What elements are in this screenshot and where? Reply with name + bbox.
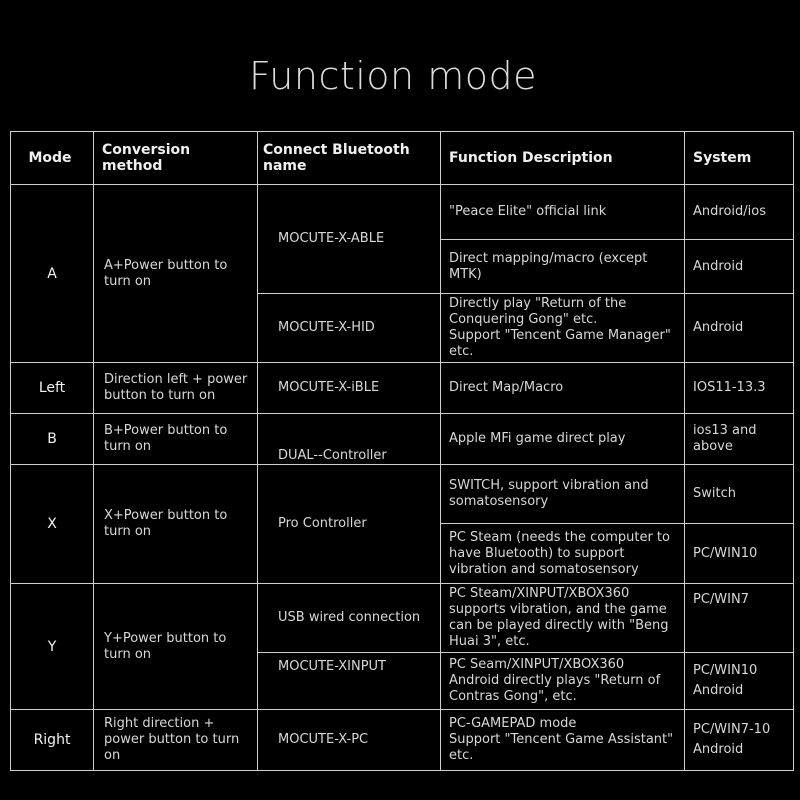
conversion-cell: Y+Power button to turn on (93, 583, 258, 710)
system-cell: PC/WIN10 (684, 523, 794, 584)
page-title: Function mode (249, 54, 537, 98)
table-row: A A+Power button to turn on MOCUTE-X-ABL… (10, 184, 794, 363)
bluetooth-cell: MOCUTE-X-ABLE (257, 184, 441, 294)
table-row: Left Direction left + power button to tu… (10, 362, 794, 414)
system-cell: IOS11-13.3 (684, 362, 794, 414)
mode-cell: X (10, 464, 94, 584)
description-line: PC Seam/XINPUT/XBOX360 (449, 657, 625, 672)
header-conversion-method: Conversion method (93, 131, 258, 185)
system-cell: ios13 and above (684, 413, 794, 465)
bluetooth-cell: MOCUTE-X-PC (257, 709, 441, 771)
description-line: Directly play "Return of the Conquering … (449, 296, 627, 327)
table-row: X X+Power button to turn on Pro Controll… (10, 464, 794, 584)
description-cell: Directly play "Return of the Conquering … (440, 293, 685, 363)
table-row: Y Y+Power button to turn on USB wired co… (10, 583, 794, 710)
system-line: PC/WIN7-10 (693, 722, 771, 737)
system-cell: PC/WIN10 Android (684, 652, 794, 710)
mode-cell: Left (10, 362, 94, 414)
table-row: Direct mapping/macro (except MTK) Androi… (11, 239, 794, 294)
table-row: PC Steam (needs the computer to have Blu… (11, 523, 794, 584)
description-cell: PC-GAMEPAD mode Support "Tencent Game As… (440, 709, 685, 771)
bluetooth-cell: DUAL--Controller (257, 413, 441, 465)
bluetooth-cell: USB wired connection (257, 583, 441, 653)
description-cell: "Peace Elite" official link (440, 184, 685, 240)
mode-cell: Y (10, 583, 94, 710)
conversion-cell: A+Power button to turn on (93, 184, 258, 363)
header-bluetooth-name: Connect Bluetooth name (257, 131, 441, 185)
description-line: Support "Tencent Game Assistant" etc. (449, 732, 674, 763)
bluetooth-cell: Pro Controller (257, 464, 441, 584)
description-cell: Direct mapping/macro (except MTK) (440, 239, 685, 294)
description-line: Support "Tencent Game Manager" etc. (449, 328, 671, 359)
system-cell: PC/WIN7 (684, 583, 794, 653)
header-mode: Mode (10, 131, 94, 185)
system-cell: Android/ios (684, 184, 794, 240)
conversion-cell: B+Power button to turn on (93, 413, 258, 465)
mode-cell: Right (10, 709, 94, 771)
description-cell: PC Steam/XINPUT/XBOX360 supports vibrati… (440, 583, 685, 653)
description-line: PC-GAMEPAD mode (449, 716, 577, 731)
description-cell: Direct Map/Macro (440, 362, 685, 414)
mode-cell: B (10, 413, 94, 465)
description-line: Android directly plays "Return of Contra… (449, 673, 661, 704)
description-cell: PC Steam (needs the computer to have Blu… (440, 523, 685, 584)
table-row: MOCUTE-XINPUT PC Seam/XINPUT/XBOX360 And… (11, 652, 794, 710)
conversion-cell: Right direction + power button to turn o… (93, 709, 258, 771)
system-line: Android (693, 683, 744, 698)
conversion-cell: X+Power button to turn on (93, 464, 258, 584)
system-cell: Android (684, 239, 794, 294)
system-line: Android (693, 742, 744, 757)
description-cell: SWITCH, support vibration and somatosens… (440, 464, 685, 524)
system-cell: Switch (684, 464, 794, 524)
bluetooth-cell: MOCUTE-X-iBLE (257, 362, 441, 414)
table-row: B B+Power button to turn on DUAL--Contro… (10, 413, 794, 465)
function-mode-table: Mode Conversion method Connect Bluetooth… (10, 131, 794, 771)
mode-cell: A (10, 184, 94, 363)
description-cell: Apple MFi game direct play (440, 413, 685, 465)
header-function-description: Function Description (440, 131, 685, 185)
system-cell: PC/WIN7-10 Android (684, 709, 794, 771)
table-row: MOCUTE-X-HID Directly play "Return of th… (11, 293, 794, 363)
bluetooth-cell: MOCUTE-XINPUT (257, 652, 441, 710)
system-cell: Android (684, 293, 794, 363)
header-row: Mode Conversion method Connect Bluetooth… (10, 131, 794, 185)
system-line: PC/WIN10 (693, 663, 758, 678)
description-cell: PC Seam/XINPUT/XBOX360 Android directly … (440, 652, 685, 710)
header-system: System (684, 131, 794, 185)
table-row: Right Right direction + power button to … (10, 709, 794, 771)
conversion-cell: Direction left + power button to turn on (93, 362, 258, 414)
bluetooth-cell: MOCUTE-X-HID (257, 293, 441, 363)
